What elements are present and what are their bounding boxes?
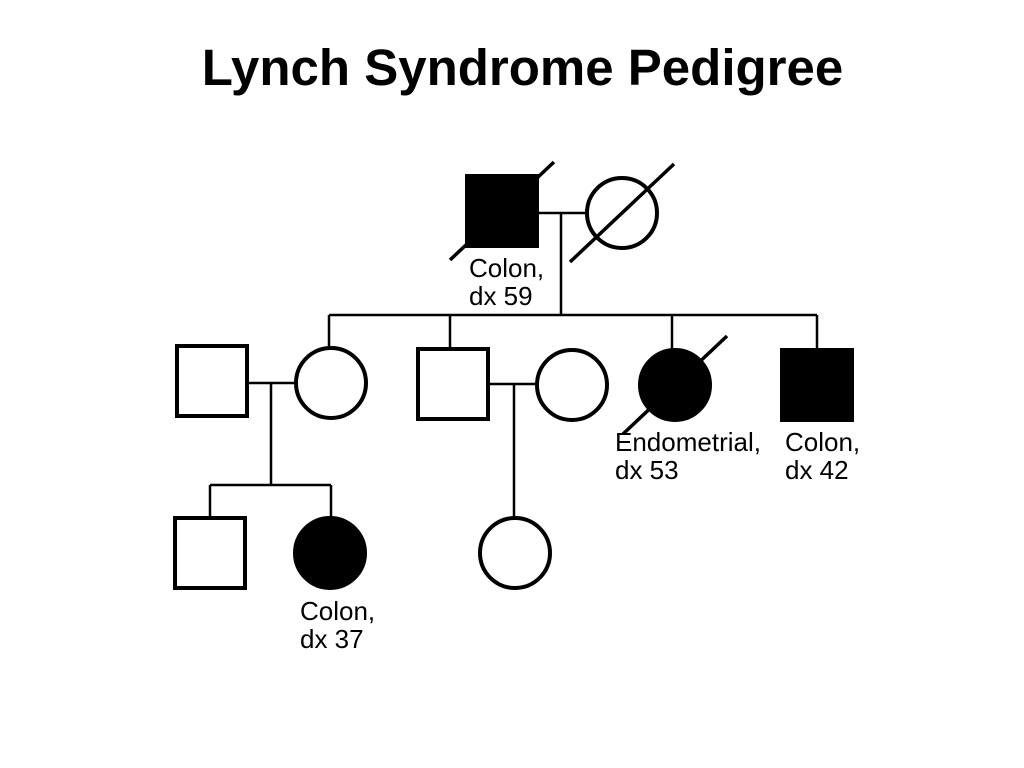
individual-gen2-wife1-circle-symbol [535,348,609,422]
diagnosis-label-gen2-daughter2: Endometrial,dx 53 [615,427,761,485]
individual-gen3-son1-square-symbol [173,516,247,590]
diagnosis-label-line: dx 53 [615,455,679,485]
diagnosis-label-line: Colon, [300,596,375,626]
individual-gen3-daughter2-circle-symbol [478,516,552,590]
deceased-slash-gen1-mother [568,162,676,264]
individual-gen3-daughter1-circle-symbol [293,516,367,590]
diagnosis-label-line: Colon, [469,253,544,283]
individual-gen2-daughter1-circle-symbol [294,346,368,420]
diagnosis-label-gen3-daughter1: Colon,dx 37 [300,596,375,654]
individual-gen2-son2-square-symbol [780,348,854,422]
diagnosis-label-line: Endometrial, [615,427,761,457]
deceased-slash-gen2-daughter2 [621,334,729,436]
individual-gen2-husband1-square-symbol [175,344,249,418]
diagnosis-label-line: dx 59 [469,281,533,311]
page-title: Lynch Syndrome Pedigree [201,39,844,96]
diagnosis-label-gen2-son2: Colon,dx 42 [785,427,860,485]
diagnosis-label-line: dx 42 [785,455,849,485]
diagnosis-label-line: Colon, [785,427,860,457]
diagnosis-label-line: dx 37 [300,624,364,654]
individual-gen2-son1-square-symbol [416,347,490,421]
deceased-slash-gen1-father [448,160,556,262]
diagnosis-label-gen1-father: Colon,dx 59 [469,253,544,311]
